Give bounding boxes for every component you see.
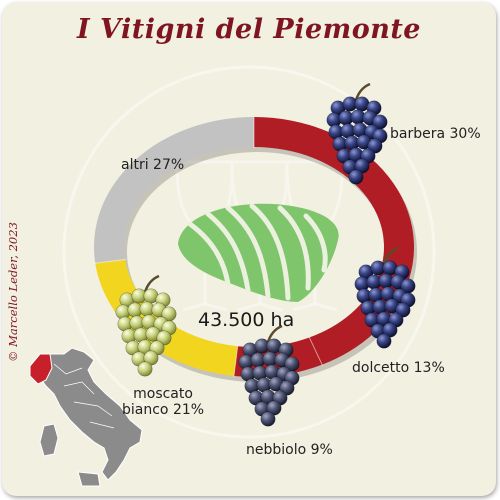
total-area: 43.500 ha	[198, 309, 295, 331]
grape-stem	[266, 324, 283, 343]
page-title: I Vitigni del Piemonte	[77, 14, 421, 45]
vine-leaf-icon	[178, 203, 339, 302]
chart-canvas	[29, 65, 436, 487]
italy-mainland	[37, 347, 143, 481]
slice-separator	[308, 336, 324, 366]
grape-berry	[367, 138, 383, 154]
slice-label-line: nebbiolo 9%	[246, 442, 333, 458]
grape-berry	[348, 169, 364, 185]
sicily	[77, 471, 101, 487]
slice-label-line: altri 27%	[121, 157, 185, 173]
grape-stem	[354, 82, 371, 101]
dark-grape-icon	[354, 246, 416, 349]
grape-berry	[376, 333, 392, 349]
donut-slice-moscato-bianco	[95, 259, 238, 376]
infographic-card: I Vitigni del Piemonte © Marcello Leder,…	[2, 2, 496, 496]
donut-slice-dolcetto	[309, 277, 407, 365]
grape-berry	[395, 302, 411, 318]
slice-label-line: dolcetto 13%	[352, 360, 445, 376]
dark-grape-icon	[326, 82, 388, 185]
piemonte-region	[29, 353, 53, 385]
dark-grape-icon	[238, 324, 300, 427]
slice-label-line: bianco 21%	[122, 402, 205, 418]
slice-label-altri: altri 27%	[121, 157, 184, 173]
grape-stem	[382, 246, 399, 265]
white-grape-icon	[115, 274, 177, 377]
slice-label-barbera: barbera 30%	[390, 126, 481, 142]
sardinia	[39, 423, 59, 457]
slice-separator	[94, 258, 127, 264]
slice-label-nebbiolo: nebbiolo 9%	[246, 442, 333, 458]
grape-berry	[279, 380, 295, 396]
slice-separator	[233, 345, 239, 378]
grape-bunches	[115, 82, 416, 427]
donut-slice-altri	[93, 117, 254, 264]
slice-label-dolcetto: dolcetto 13%	[352, 360, 445, 376]
grape-stem	[143, 274, 160, 293]
slice-label-line: moscato	[133, 386, 193, 402]
slice-label-line: barbera 30%	[390, 126, 481, 142]
grape-berry	[260, 411, 276, 427]
grape-berry	[137, 361, 153, 377]
italy-map	[29, 347, 143, 487]
grape-berry	[156, 330, 172, 346]
